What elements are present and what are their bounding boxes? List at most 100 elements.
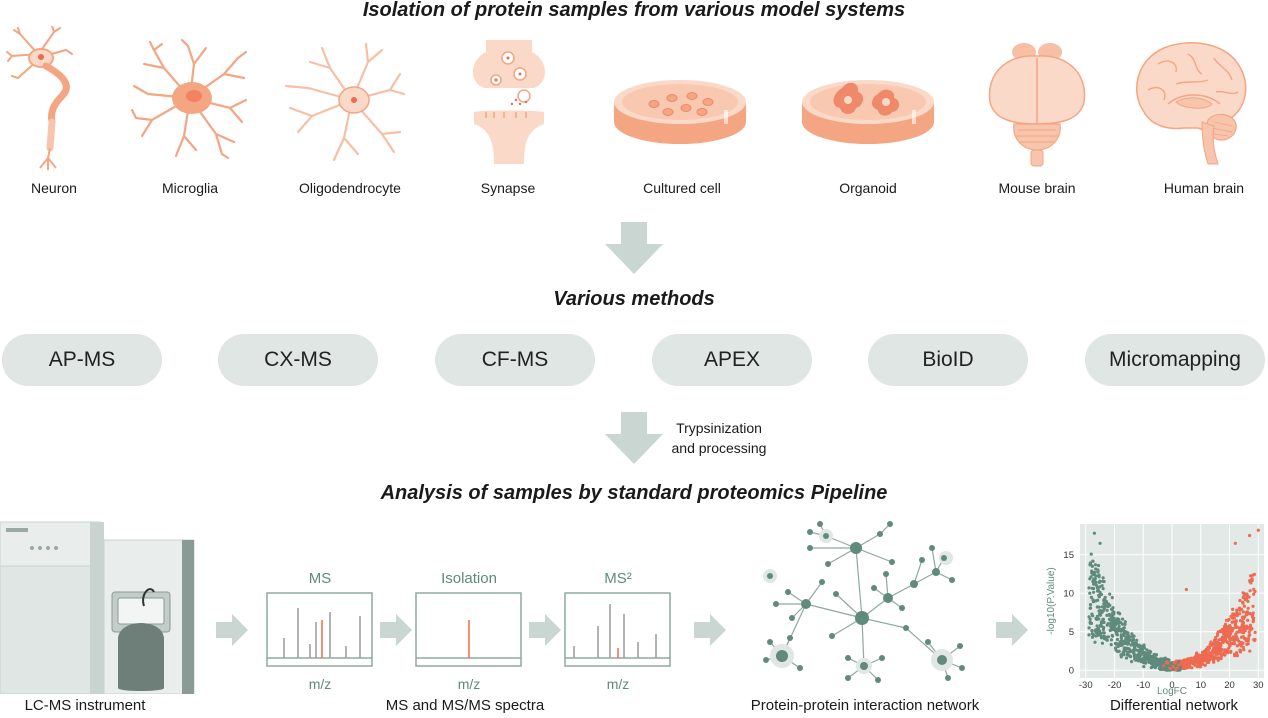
volcano-point <box>1115 621 1119 625</box>
right-arrow-icon <box>996 614 1028 646</box>
volcano-point <box>1143 658 1147 663</box>
volcano-point <box>1130 632 1134 636</box>
volcano-point <box>1233 638 1237 642</box>
volcano-point <box>1143 650 1147 655</box>
volcano-point <box>1158 661 1162 665</box>
model-label-neuron: Neuron <box>31 180 77 196</box>
volcano-point <box>1124 637 1128 642</box>
volcano-point <box>1144 661 1148 665</box>
volcano-point <box>1238 648 1243 652</box>
volcano-point <box>1234 632 1238 636</box>
volcano-point <box>1097 617 1101 621</box>
volcano-point <box>1216 656 1220 660</box>
volcano-point <box>1211 649 1215 653</box>
volcano-point <box>1246 642 1250 646</box>
volcano-point <box>1228 631 1232 635</box>
volcano-point <box>1158 665 1162 669</box>
volcano-point <box>1100 635 1104 639</box>
volcano-point <box>1101 587 1105 591</box>
down-arrow-icon <box>605 412 663 464</box>
volcano-point <box>1251 573 1255 577</box>
volcano-point <box>1088 577 1092 581</box>
volcano-point <box>1098 610 1102 614</box>
volcano-point <box>1206 659 1210 663</box>
microglia-icon <box>130 38 248 160</box>
volcano-point <box>1149 657 1154 661</box>
volcano-point <box>1149 666 1153 670</box>
volcano-point <box>1248 589 1252 593</box>
volcano-point <box>1096 588 1100 592</box>
section-title-methods: Various methods <box>553 288 715 310</box>
volcano-point <box>1198 656 1202 660</box>
volcano-point <box>1088 603 1093 607</box>
volcano-point <box>1153 653 1157 657</box>
volcano-point <box>1241 628 1245 632</box>
volcano-point <box>1105 623 1109 627</box>
volcano-point <box>1202 652 1206 656</box>
trypsinization-note: Trypsinization and processing <box>671 420 767 456</box>
model-label-organoid: Organoid <box>839 180 897 196</box>
volcano-point <box>1232 612 1236 616</box>
volcano-point <box>1212 655 1216 659</box>
volcano-point <box>1246 637 1251 641</box>
volcano-point <box>1205 655 1209 659</box>
volcano-point <box>1248 580 1252 584</box>
volcano-point <box>1111 610 1115 614</box>
volcano-point <box>1114 642 1118 646</box>
volcano-point <box>1090 612 1094 616</box>
volcano-point <box>1109 638 1113 642</box>
y-tick-label: 5 <box>1069 627 1074 638</box>
volcano-point <box>1248 649 1252 653</box>
volcano-point <box>1230 628 1234 632</box>
volcano-point <box>1241 591 1245 595</box>
volcano-point <box>1087 626 1091 630</box>
volcano-point <box>1092 577 1096 581</box>
volcano-point <box>1248 533 1252 538</box>
x-tick-label: -30 <box>1079 680 1093 691</box>
volcano-point <box>1163 667 1167 672</box>
volcano-point <box>1223 652 1227 656</box>
volcano-point <box>1230 637 1234 641</box>
volcano-point <box>1092 531 1096 535</box>
y-tick-label: 0 <box>1069 665 1074 676</box>
volcano-point <box>1250 613 1254 617</box>
volcano-point <box>1237 630 1241 634</box>
volcano-point <box>1120 622 1124 626</box>
volcano-point <box>1133 657 1137 661</box>
volcano-point <box>1178 665 1182 669</box>
method-pill-bioid: BioID <box>868 334 1028 386</box>
volcano-point <box>1110 633 1114 638</box>
volcano-point <box>1105 608 1109 612</box>
volcano-point <box>1106 604 1110 609</box>
volcano-point <box>1159 657 1163 661</box>
volcano-point <box>1122 646 1126 650</box>
volcano-point <box>1235 614 1239 618</box>
volcano-point <box>1217 650 1221 654</box>
volcano-point <box>1091 559 1095 563</box>
volcano-xlabel: LogFC <box>1157 686 1187 697</box>
volcano-point <box>1225 634 1230 638</box>
volcano-point <box>1098 612 1102 616</box>
isolation-spectrum-panel <box>415 592 522 667</box>
volcano-point <box>1244 611 1248 615</box>
volcano-point <box>1127 638 1131 643</box>
volcano-point <box>1111 622 1115 627</box>
volcano-point <box>1107 612 1111 617</box>
x-tick-label: 30 <box>1253 680 1264 691</box>
volcano-point <box>1182 666 1186 671</box>
volcano-point <box>1100 641 1104 645</box>
volcano-point <box>1187 663 1192 667</box>
volcano-point <box>1105 613 1109 617</box>
volcano-point <box>1114 631 1118 636</box>
volcano-point <box>1247 626 1251 630</box>
lc-ms-instrument-icon <box>0 521 195 694</box>
volcano-point <box>1172 661 1176 665</box>
volcano-point <box>1117 611 1121 615</box>
spectrum-title-isolation: Isolation <box>441 570 497 587</box>
mouse-brain-icon <box>988 43 1086 167</box>
volcano-point <box>1168 663 1172 667</box>
volcano-point <box>1132 644 1136 648</box>
volcano-point <box>1219 643 1223 648</box>
volcano-point <box>1092 586 1096 591</box>
volcano-point <box>1090 629 1094 633</box>
